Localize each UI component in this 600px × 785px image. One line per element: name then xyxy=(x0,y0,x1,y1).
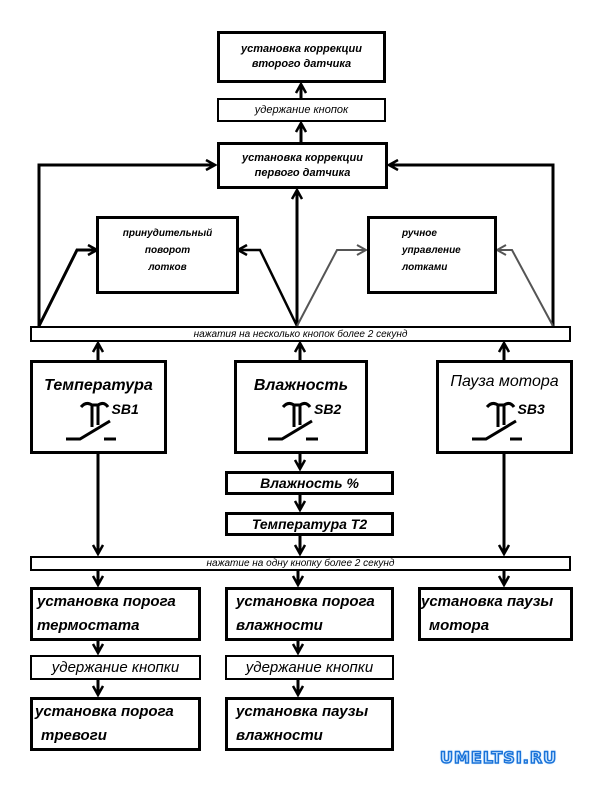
box-text: удержание кнопки xyxy=(51,658,180,676)
humidity-pause-box: установка паузы влажности xyxy=(225,697,394,751)
arrow-right-to-manual xyxy=(497,250,554,327)
arrow-right-loop xyxy=(389,165,555,326)
box-text: установка порога xyxy=(37,593,176,610)
box-text: Влажность % xyxy=(260,475,359,491)
watermark-logo: UMELTSI.RU xyxy=(439,747,558,768)
button-title: Влажность xyxy=(253,377,349,394)
button-humidity-box: Влажность SB2 xyxy=(234,360,368,454)
box-text: мотора xyxy=(429,617,490,634)
switch-label: SB2 xyxy=(314,401,342,417)
box-text: установка порога xyxy=(35,703,174,720)
box-text: лотков xyxy=(148,262,187,273)
push-button-switch-sb1[interactable]: SB1 xyxy=(54,399,144,449)
single-press-bar: нажатие на одну кнопку более 2 секунд xyxy=(30,556,571,571)
push-button-switch-sb2[interactable]: SB2 xyxy=(256,399,346,449)
switch-symbol-icon xyxy=(65,401,116,441)
box-text: Температура Т2 xyxy=(251,516,368,532)
bar-text: нажатие на одну кнопку более 2 секунд xyxy=(206,558,395,569)
box-text: удержание кнопок xyxy=(254,103,349,116)
thermostat-threshold-box: установка порога термостата xyxy=(30,587,201,641)
hold-buttons-box: удержание кнопок xyxy=(217,98,386,122)
box-text: установка коррекции xyxy=(242,151,363,164)
box-text: поворот xyxy=(144,245,191,256)
box-text: удержание кнопки xyxy=(245,658,374,676)
button-motor-pause-box: Пауза мотора SB3 xyxy=(436,360,573,454)
button-title: Температура xyxy=(44,377,153,394)
box-text: термостата xyxy=(37,617,140,634)
bar-text: нажатия на несколько кнопок более 2 секу… xyxy=(193,328,408,340)
arrow-left-to-forced xyxy=(37,250,97,327)
box-text: второго датчика xyxy=(251,58,352,70)
box-text: влажности xyxy=(236,727,323,744)
box-text: принудительный xyxy=(122,228,213,239)
box-text: установка паузы xyxy=(421,593,554,610)
arrow-center-to-manual xyxy=(296,250,366,327)
arrow-left-loop xyxy=(37,165,215,326)
box-text: установка коррекции xyxy=(241,43,362,55)
box-text: тревоги xyxy=(41,727,107,744)
motor-pause-box: установка паузы мотора xyxy=(418,587,573,641)
second-sensor-correction-box: установка коррекции второго датчика xyxy=(217,31,386,83)
humidity-threshold-box: установка порога влажности xyxy=(225,587,394,641)
button-temperature-box: Температура SB1 xyxy=(30,360,167,454)
multi-press-bar: нажатия на несколько кнопок более 2 секу… xyxy=(30,326,571,342)
humidity-percent-display: Влажность % xyxy=(225,471,394,495)
box-text: ручное xyxy=(402,228,437,239)
push-button-switch-sb3[interactable]: SB3 xyxy=(460,399,550,449)
switch-symbol-icon xyxy=(471,401,522,441)
switch-label: SB1 xyxy=(111,401,139,417)
switch-label: SB3 xyxy=(517,401,545,417)
first-sensor-correction-box: установка коррекции первого датчика xyxy=(217,142,388,189)
temperature-t2-display: Температура Т2 xyxy=(225,512,394,536)
arrow-center-to-forced xyxy=(238,250,299,327)
box-text: установка порога xyxy=(236,593,375,610)
switch-symbol-icon xyxy=(268,401,318,441)
hold-button-box-1: удержание кнопки xyxy=(30,655,201,680)
hold-button-box-2: удержание кнопки xyxy=(225,655,394,680)
alarm-threshold-box: установка порога тревоги xyxy=(30,697,201,751)
box-text: установка паузы xyxy=(236,703,369,720)
box-text: первого датчика xyxy=(254,166,351,179)
forced-tray-turn-box: принудительный поворот лотков xyxy=(96,216,239,294)
manual-tray-control-box: ручное управление лотками xyxy=(367,216,497,294)
box-text: лотками xyxy=(402,262,448,273)
box-text: управление xyxy=(402,245,461,256)
button-title: Пауза мотора xyxy=(450,373,559,390)
box-text: влажности xyxy=(236,617,323,634)
